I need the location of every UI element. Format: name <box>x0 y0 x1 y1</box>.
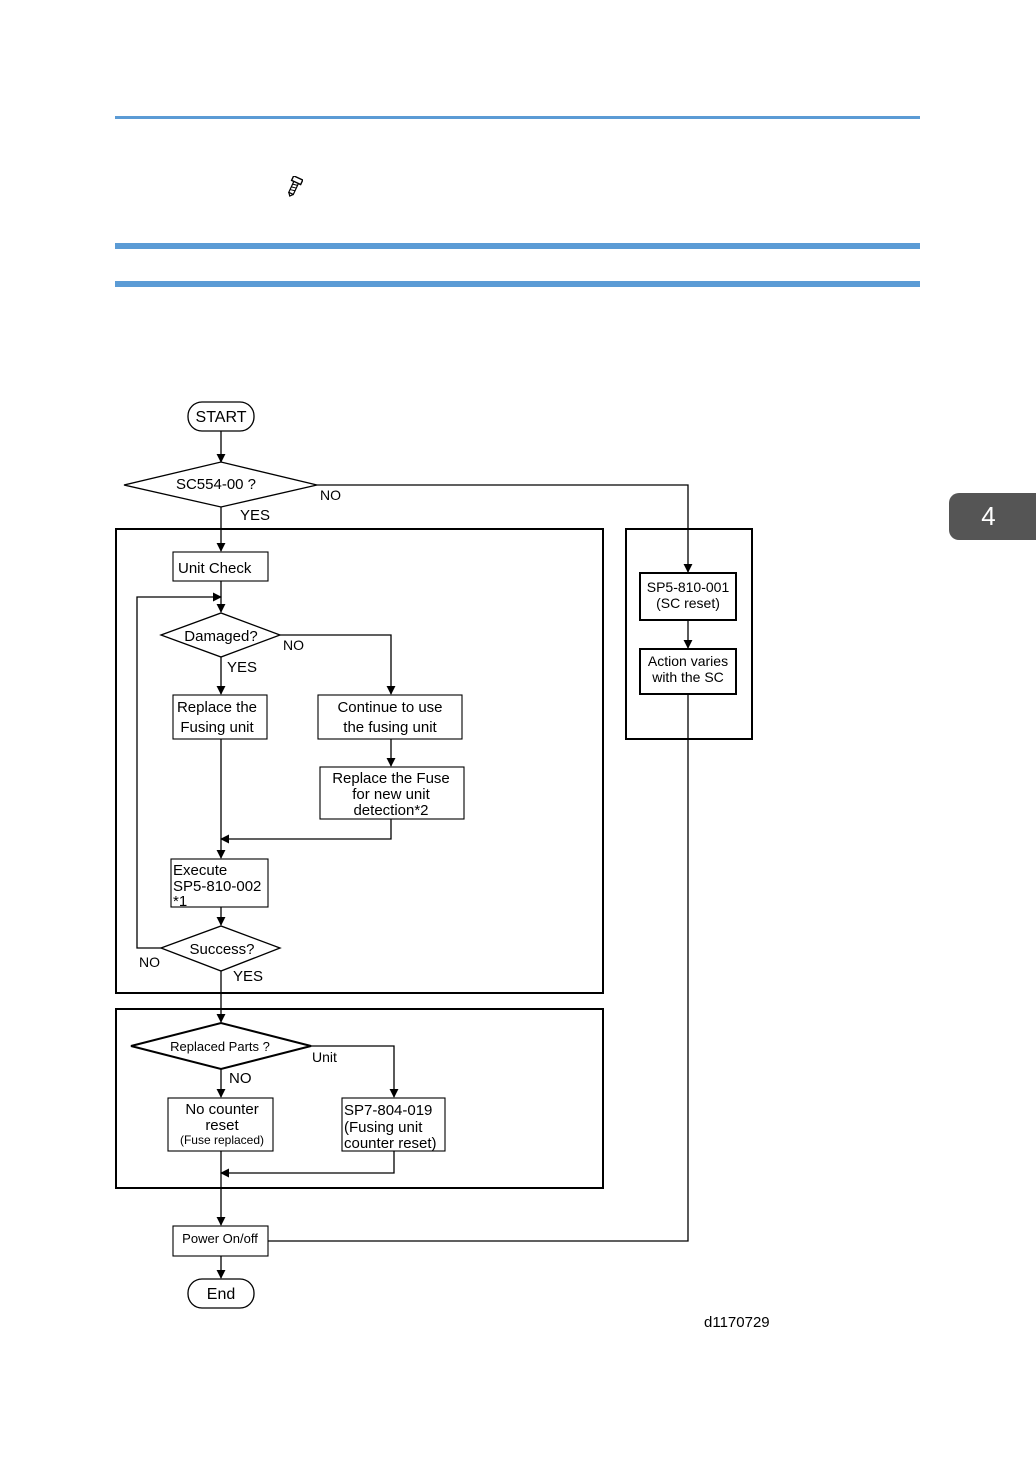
no-counter-reset-box <box>167 1097 274 1152</box>
replace-fuse-line3: detection*2 <box>353 802 428 819</box>
damaged-yes-label: YES <box>227 659 257 676</box>
sc-reset-group-frame <box>625 528 753 740</box>
end-terminator <box>187 1278 255 1309</box>
continue-use-line2: the fusing unit <box>343 719 437 736</box>
sp7-line1: SP7-804-019 <box>344 1102 432 1119</box>
action-varies-box <box>639 648 737 695</box>
no-counter-line2: reset <box>205 1117 239 1134</box>
figure-id: d1170729 <box>704 1314 770 1331</box>
success-decision <box>159 925 282 972</box>
unit-check-group-frame <box>115 528 604 994</box>
replaced-unit-label: Unit <box>312 1049 337 1065</box>
replace-fuse-box <box>319 766 465 820</box>
replace-fusing-line2: Fusing unit <box>180 719 254 736</box>
execute-line3: *1 <box>173 893 187 910</box>
section-rule-upper <box>115 243 920 249</box>
sc554-yes-label: YES <box>240 507 270 524</box>
sc-reset-box <box>639 572 737 621</box>
replace-fuse-line2: for new unit <box>352 786 430 803</box>
arrow-action-to-power <box>268 694 689 1242</box>
arrow-success-no-loop <box>136 592 222 949</box>
replace-fusing-unit-box <box>172 694 268 740</box>
start-label: START <box>196 409 247 426</box>
arrow-sc554-no <box>317 484 693 573</box>
arrow-fuse-to-merge <box>220 819 392 844</box>
success-yes-label: YES <box>233 968 263 985</box>
success-no-label: NO <box>139 954 160 970</box>
execute-line1: Execute <box>173 862 227 879</box>
sc554-question: SC554-00 ? <box>176 476 256 493</box>
power-onoff-label: Power On/off <box>182 1231 258 1246</box>
arrow-replaced-unit <box>311 1045 399 1098</box>
no-counter-line1: No counter <box>185 1101 258 1118</box>
unit-check-box <box>172 551 269 582</box>
start-terminator <box>187 401 255 432</box>
sc554-decision <box>123 461 318 508</box>
chapter-tab[interactable]: 4 <box>949 493 1036 540</box>
section-rule-lower <box>115 281 920 287</box>
damaged-no-label: NO <box>283 637 304 653</box>
replaced-parts-decision <box>130 1021 312 1071</box>
execute-line2: SP5-810-002 <box>173 878 261 895</box>
replaced-parts-question: Replaced Parts ? <box>170 1039 270 1054</box>
arrow-sp7-to-merge <box>220 1151 395 1178</box>
counter-group-frame <box>115 1008 604 1189</box>
execute-box <box>170 858 269 908</box>
power-onoff-box <box>172 1225 269 1257</box>
replaced-no-label: NO <box>229 1070 252 1087</box>
replace-fuse-line1: Replace the Fuse <box>332 770 450 787</box>
sp7-line2: (Fusing unit <box>344 1119 423 1136</box>
continue-use-box <box>317 694 463 740</box>
action-varies-line1: Action varies <box>648 653 728 669</box>
action-varies-line2: with the SC <box>651 669 724 685</box>
unit-check-label: Unit Check <box>178 560 252 577</box>
success-question: Success? <box>189 941 254 958</box>
sc-reset-line1: SP5-810-001 <box>647 579 730 595</box>
no-counter-line3: (Fuse replaced) <box>180 1133 264 1147</box>
sc-reset-line2: (SC reset) <box>656 595 720 611</box>
header-rule <box>115 116 920 119</box>
sp7-line3: counter reset) <box>344 1135 437 1152</box>
arrow-damaged-no <box>280 634 396 695</box>
sp7-counter-reset-box <box>341 1097 446 1152</box>
damaged-decision <box>159 612 282 658</box>
continue-use-line1: Continue to use <box>337 699 442 716</box>
replace-fusing-line1: Replace the <box>177 699 257 716</box>
screw-icon <box>287 176 303 197</box>
damaged-question: Damaged? <box>184 628 257 645</box>
sc554-no-label: NO <box>320 487 341 503</box>
end-label: End <box>207 1286 235 1303</box>
